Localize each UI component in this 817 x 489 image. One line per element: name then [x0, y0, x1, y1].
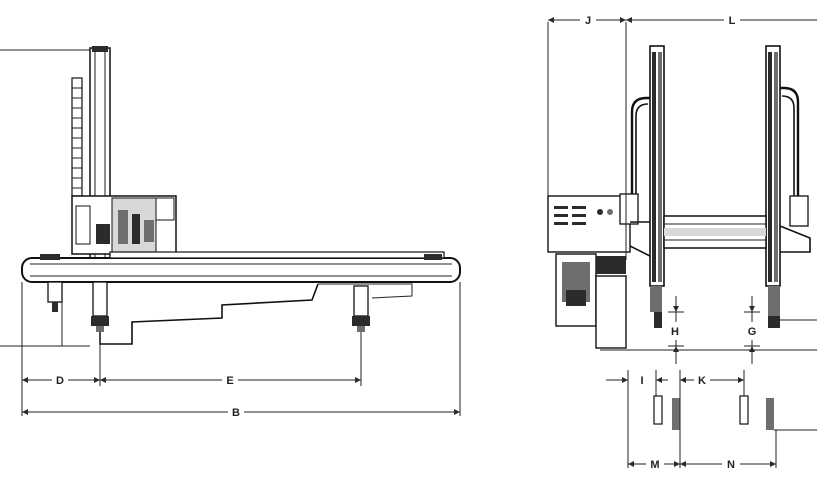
front-cross-beam: [629, 215, 811, 257]
front-gripper-right: [768, 316, 817, 328]
dimension-j: J: [548, 15, 626, 27]
dimension-g: G: [744, 296, 760, 364]
label-i: I: [640, 375, 643, 387]
dimension-i: I: [606, 375, 668, 387]
gripper-left: [47, 281, 63, 312]
label-m: M: [650, 459, 659, 471]
front-elevation-view: J L H G: [547, 15, 817, 471]
gripper-center: [91, 281, 109, 332]
dimension-e: E: [100, 375, 361, 387]
carriage-drive-block: [71, 195, 177, 255]
lower-gripper-detail: [653, 395, 817, 431]
gripper-right: [352, 285, 370, 332]
label-d: D: [56, 375, 64, 387]
label-n: N: [727, 459, 735, 471]
control-cabinet: [547, 195, 631, 349]
horizontal-beam: [21, 251, 461, 283]
dimension-n: N: [680, 459, 776, 471]
front-column-left: [619, 45, 665, 312]
dimension-l: L: [626, 15, 817, 27]
side-elevation-view: D E B: [0, 46, 461, 419]
dimension-m: M: [628, 459, 680, 471]
label-l: L: [729, 15, 736, 27]
dimension-b: B: [22, 407, 460, 419]
label-g: G: [748, 326, 757, 338]
dimension-h: H: [668, 296, 684, 364]
front-gripper-left: [654, 312, 662, 328]
front-column-right: [765, 45, 809, 316]
label-k: K: [698, 375, 706, 387]
label-j: J: [585, 15, 591, 27]
dimension-k: K: [680, 375, 744, 387]
label-b: B: [232, 407, 240, 419]
dimension-d: D: [22, 375, 100, 387]
label-e: E: [226, 375, 233, 387]
label-h: H: [671, 326, 679, 338]
